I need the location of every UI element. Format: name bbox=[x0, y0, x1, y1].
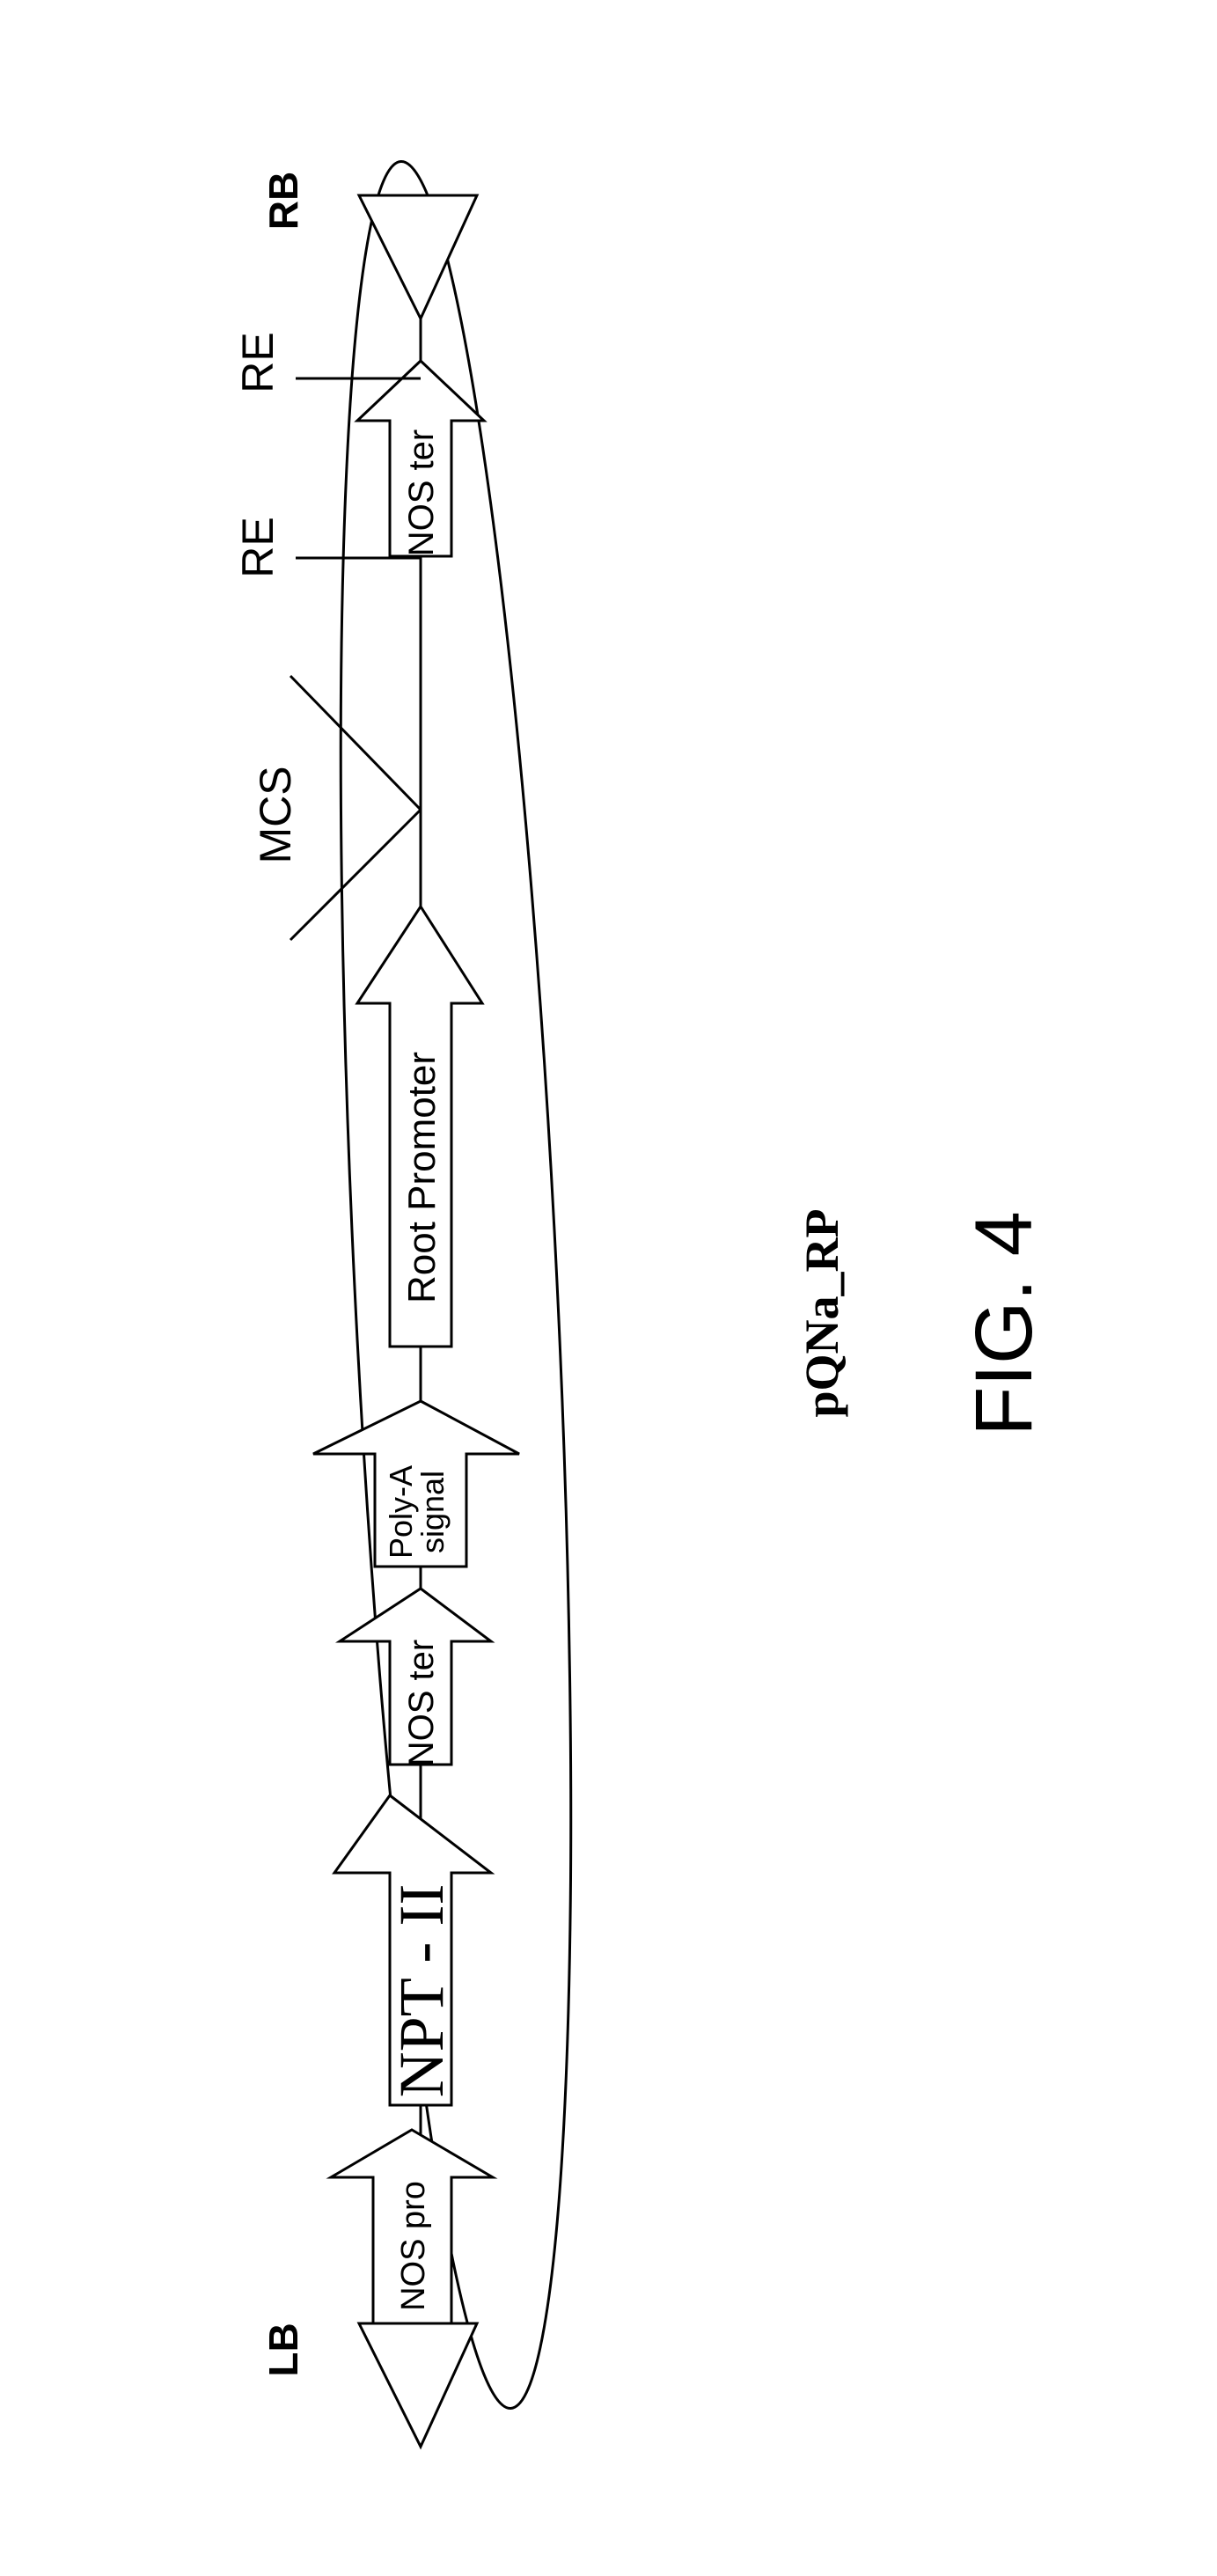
rb-label: RB bbox=[260, 172, 306, 230]
lb-label: LB bbox=[260, 2323, 306, 2376]
re-label-top: RE bbox=[233, 332, 282, 393]
lb-border-triangle bbox=[356, 2322, 480, 2450]
nos-ter-label-top: NOS ter bbox=[402, 429, 441, 556]
figure-label: FIG. 4 bbox=[959, 1211, 1049, 1436]
root-promoter-label: Root Promoter bbox=[400, 1052, 444, 1303]
npt-ii-arrow bbox=[332, 1793, 495, 2107]
poly-a-signal-arrow bbox=[312, 1399, 520, 1568]
root-promoter-arrow bbox=[355, 904, 485, 1348]
npt-ii-label: NPT - II bbox=[386, 1884, 457, 2098]
nos-ter-label-middle: NOS ter bbox=[402, 1640, 441, 1766]
poly-a-label-line2: signal bbox=[414, 1471, 451, 1553]
mcs-line-a bbox=[289, 674, 422, 811]
re-label-bottom: RE bbox=[233, 517, 282, 577]
rb-border-triangle bbox=[356, 194, 480, 322]
plasmid-backbone-ellipse bbox=[339, 160, 573, 2410]
poly-a-label-line1: Poly-A bbox=[383, 1465, 419, 1559]
vector-name-label: pQNa_RP bbox=[795, 1208, 848, 1417]
mcs-line-b bbox=[289, 808, 422, 942]
nos-ter-arrow-middle bbox=[334, 1587, 495, 1766]
nos-pro-label: NOS pro bbox=[395, 2181, 432, 2311]
nos-ter-arrow-top bbox=[354, 358, 488, 558]
mcs-label: MCS bbox=[251, 766, 300, 863]
